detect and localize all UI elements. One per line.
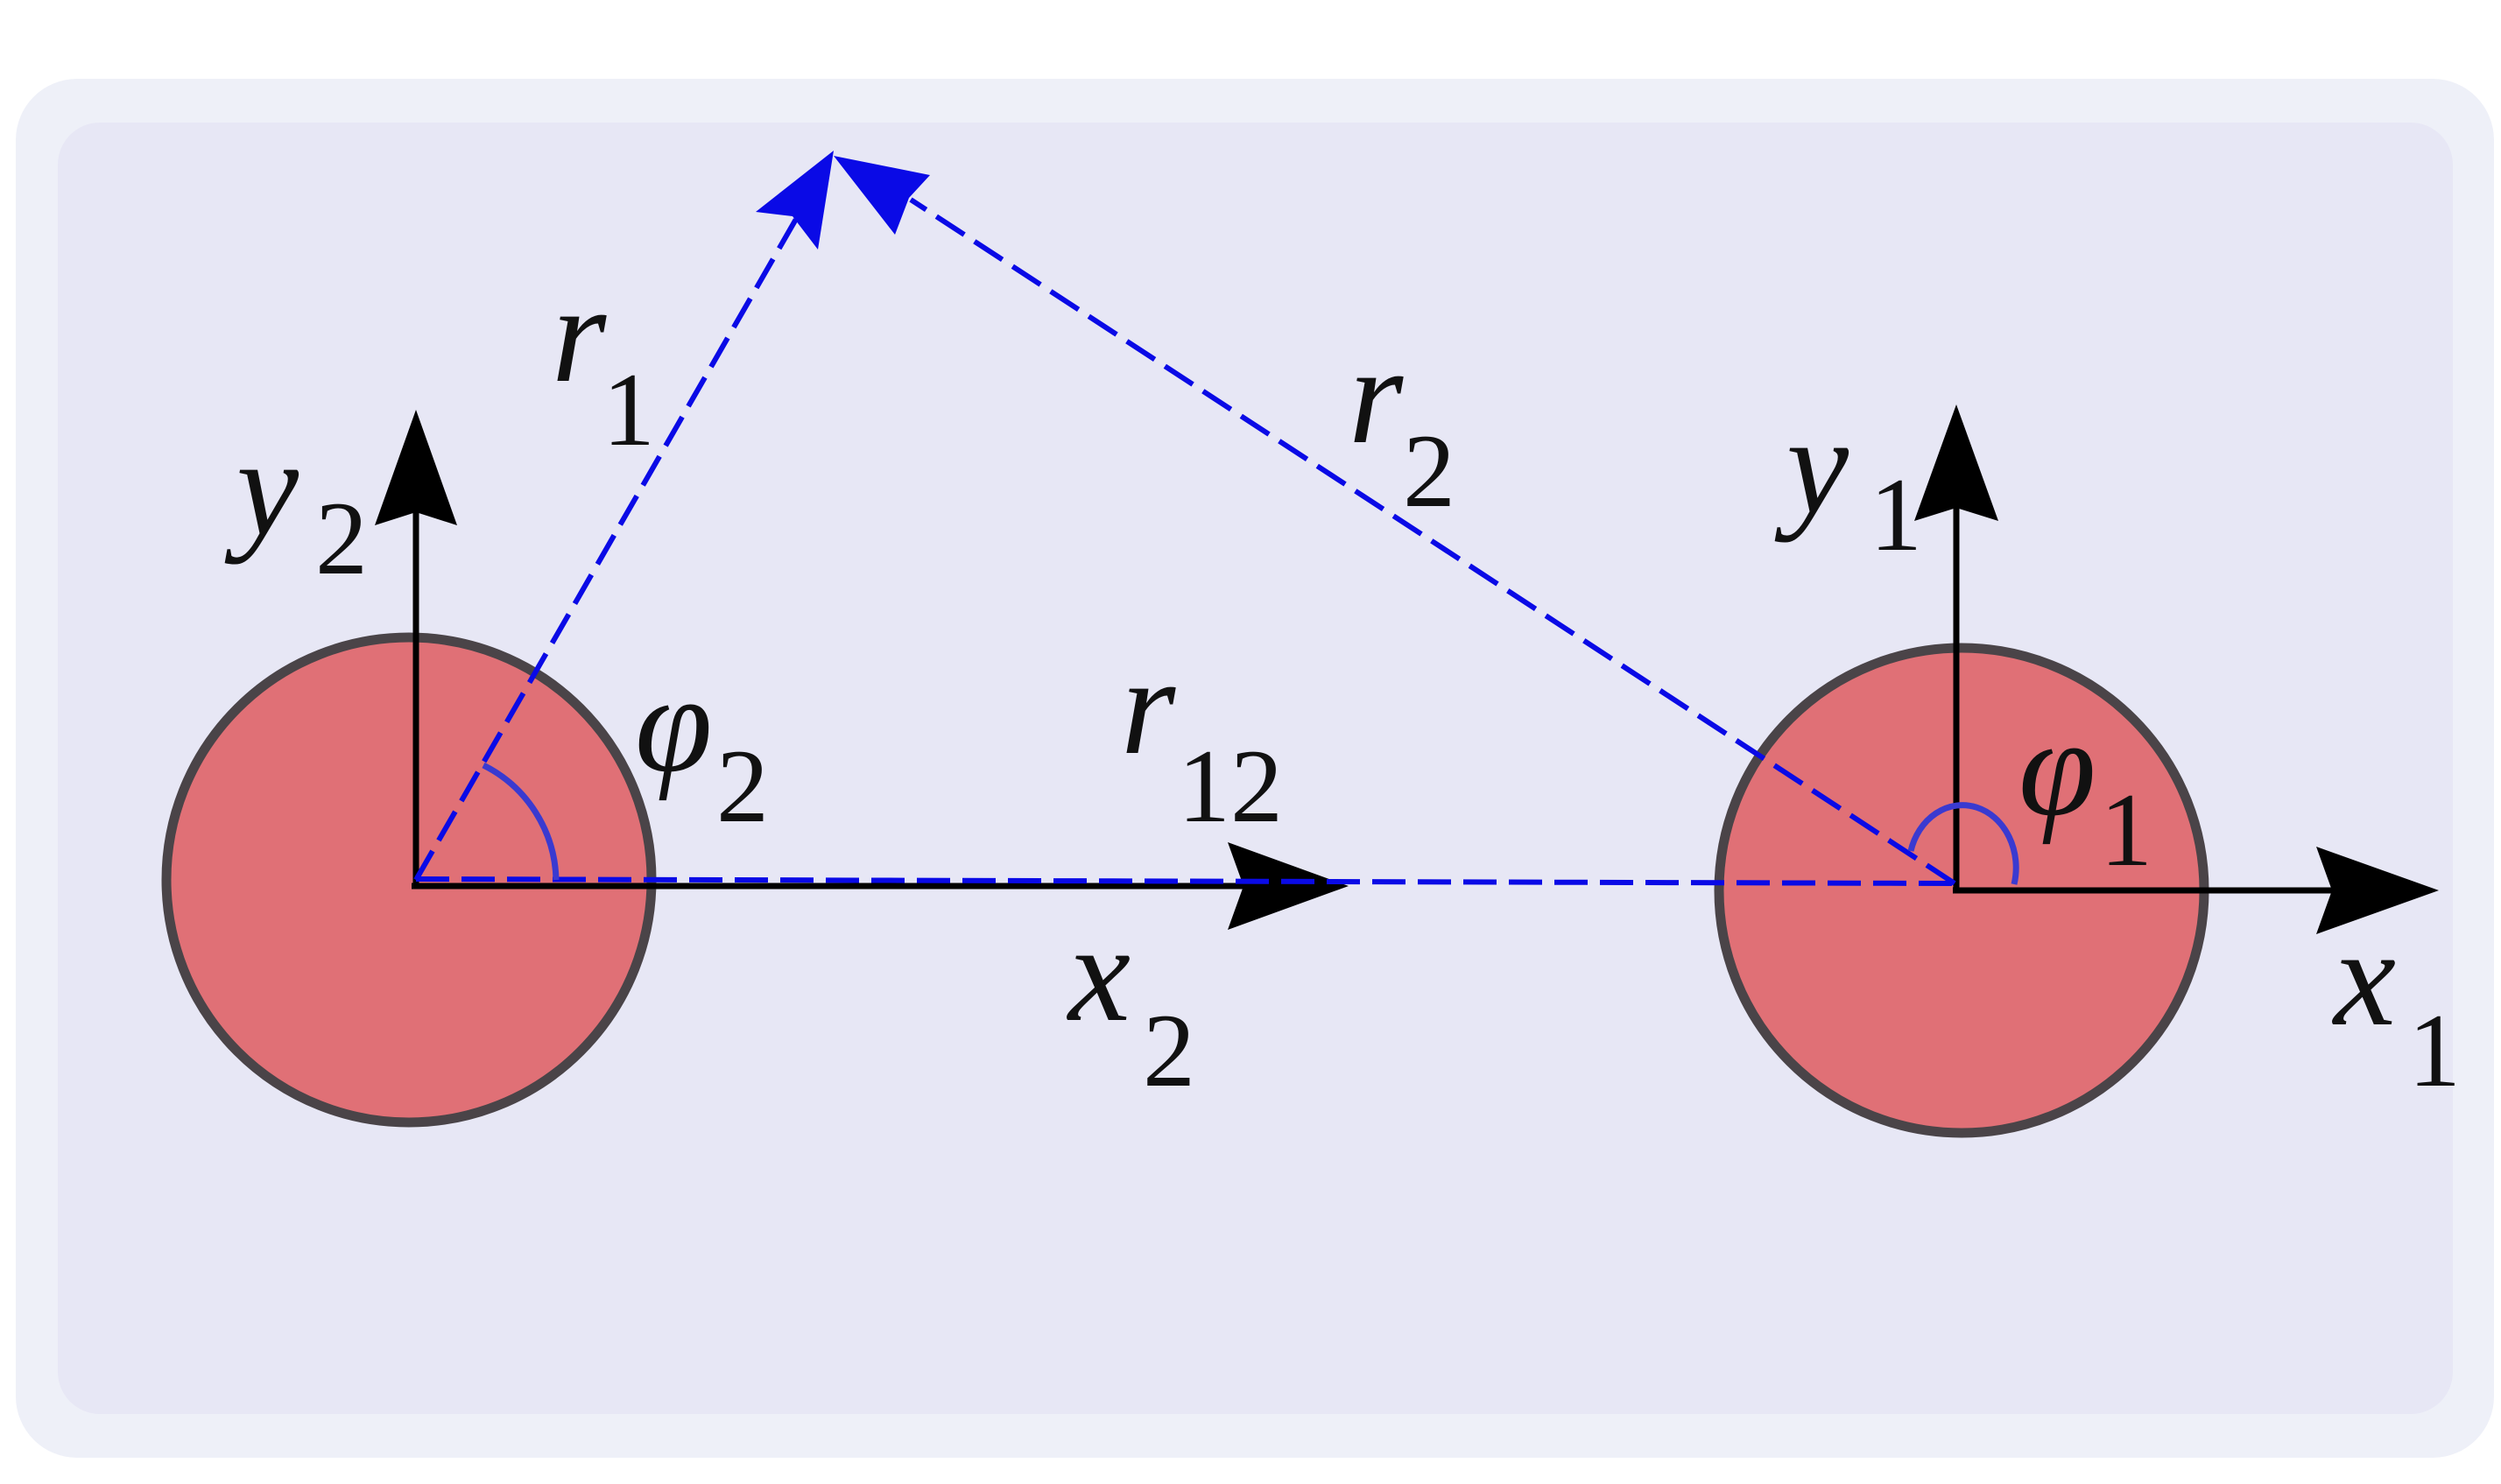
label-phi2-main: φ (635, 645, 713, 801)
x2-arrowhead (1228, 842, 1349, 930)
label-r2: r 2 (1349, 317, 1455, 529)
r2-vector (909, 197, 1956, 886)
label-phi2: φ 2 (635, 645, 769, 844)
label-x1-main: x (2332, 899, 2396, 1055)
label-x1-sub: 1 (2408, 992, 2461, 1108)
label-x2-main: x (1067, 895, 1131, 1051)
r1-vector (413, 213, 801, 882)
label-r12-main: r (1121, 628, 1176, 784)
label-phi1-sub: 1 (2100, 771, 2152, 888)
label-x2: x 2 (1067, 895, 1195, 1108)
y2-arrowhead (375, 410, 457, 525)
label-y2-sub: 2 (315, 480, 368, 596)
label-x2-sub: 2 (1143, 992, 1195, 1108)
label-r2-main: r (1349, 317, 1404, 473)
label-y1-sub: 1 (1870, 456, 1922, 573)
label-r1-main: r (552, 256, 607, 411)
label-r12-sub: 12 (1178, 728, 1283, 844)
label-r1: r 1 (552, 256, 655, 468)
r12-vector (415, 876, 1955, 886)
label-phi2-sub: 2 (716, 728, 769, 844)
label-phi1: φ 1 (2018, 689, 2152, 888)
label-phi1-main: φ (2018, 689, 2096, 845)
label-r2-sub: 2 (1403, 412, 1455, 529)
phi2-angle-arc (482, 762, 560, 881)
y1-arrowhead (1914, 404, 1998, 521)
phi1-angle-arc (1907, 802, 2019, 885)
label-r1-sub: 1 (602, 351, 655, 468)
label-y2: y 2 (224, 409, 368, 596)
label-x1: x 1 (2332, 899, 2461, 1108)
r2-arrowhead (834, 156, 930, 235)
label-r12: r 12 (1121, 628, 1283, 844)
label-y1-main: y (1774, 387, 1849, 543)
label-y2-main: y (224, 409, 299, 565)
r1-arrowhead (756, 151, 834, 250)
x1-arrowhead (2316, 847, 2439, 934)
label-y1: y 1 (1774, 387, 1922, 573)
